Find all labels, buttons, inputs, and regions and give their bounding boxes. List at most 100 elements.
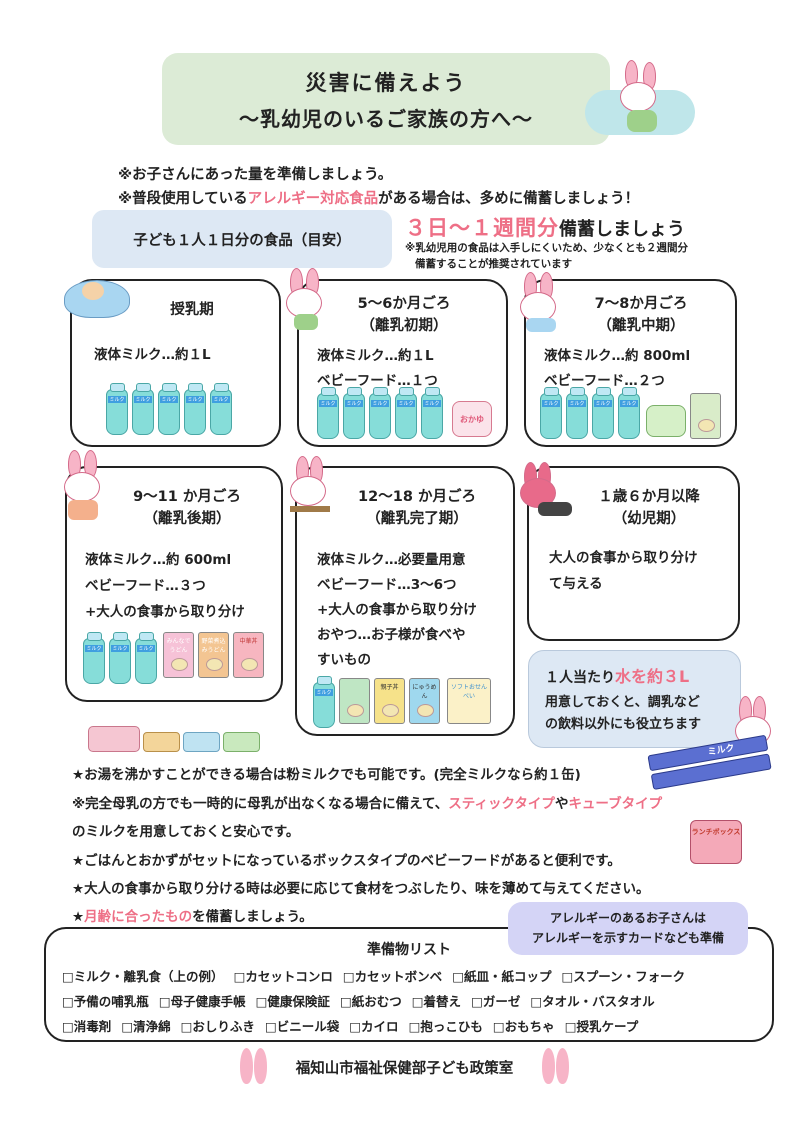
stage-subtitle: （離乳完了期） [366, 511, 468, 527]
bullet-breastfeeding-2: のミルクを用意しておくと安心です。 [72, 824, 300, 840]
stage-line: ベビーフード…２つ [544, 373, 665, 389]
baby-food-jar-icon: おかゆ [452, 401, 492, 437]
stage-card-12-18-months: 12～18 か月ごろ （離乳完了期） 液体ミルク…必要量用意 ベビーフード…3～… [295, 466, 515, 736]
checklist-row-2: □予備の哺乳瓶 □母子健康手帳 □健康保険証 □紙おむつ □着替え □ガーゼ □タオル・バス… [62, 991, 665, 1010]
stage-line: 液体ミルク…約 800ml [544, 348, 691, 364]
checklist-item[interactable]: □カイロ [349, 1019, 399, 1034]
bunny-ears-icon [542, 1048, 570, 1088]
baby-food-jar-icon [646, 405, 686, 437]
stage-line: おやつ…お子様が食べや [317, 627, 466, 643]
food-guide-label-box: 子ども１人１日分の食品（目安） [92, 210, 392, 268]
food-guide-label: 子ども１人１日分の食品（目安） [133, 232, 351, 249]
allergy-note-line-2: アレルギーを示すカードなども準備 [531, 931, 724, 945]
preparation-checklist: 準備物リスト □ミルク・離乳食（上の例） □カセットコンロ □カセットボンベ □紙皿・… [44, 927, 774, 1042]
allergy-note-bubble: アレルギーのあるお子さんは アレルギーを示すカードなども準備 [508, 902, 748, 955]
checklist-item[interactable]: □授乳ケープ [564, 1019, 639, 1034]
checklist-item[interactable]: □紙皿・紙コップ [452, 969, 552, 984]
water-line-2: 用意しておくと、調乳など [545, 695, 700, 710]
milk-bottle-icon [540, 387, 562, 439]
checklist-item[interactable]: □紙おむつ [339, 994, 402, 1009]
checklist-row-3: □消毒剤 □清浄綿 □おしりふき □ビニール袋 □カイロ □抱っこひも □おもちゃ □授乳ケー… [62, 1016, 648, 1035]
milk-bottle-icon [83, 632, 105, 684]
checklist-item[interactable]: □ビニール袋 [264, 1019, 340, 1034]
baby-food-pouch-icon: みんなでうどん [163, 632, 194, 678]
checklist-item[interactable]: □予備の哺乳瓶 [62, 994, 149, 1009]
page-title-box: 災害に備えよう ～乳幼児のいるご家族の方へ～ [162, 53, 610, 145]
baby-food-pouch-icon: にゅうめん [409, 678, 440, 724]
bunny-child-icon [58, 450, 110, 528]
milk-bottle-icon [135, 632, 157, 684]
milk-bottle-icon [158, 383, 180, 435]
checklist-item[interactable]: □着替え [411, 994, 462, 1009]
milk-bottle-icon [395, 387, 417, 439]
page-title: 災害に備えよう [305, 71, 467, 95]
bullet-powder-milk: ★お湯を沸かすことができる場合は粉ミルクでも可能です。(完全ミルクなら約１缶) [72, 767, 581, 783]
stage-line: ベビーフード…１つ [317, 373, 438, 389]
stage-line: +大人の食事から取り分け [317, 602, 477, 618]
checklist-item[interactable]: □消毒剤 [62, 1019, 112, 1034]
stage-subtitle: （離乳中期） [597, 318, 685, 334]
stage-line: 液体ミルク…必要量用意 [317, 552, 466, 568]
stage-line: 液体ミルク…約１L [317, 348, 434, 364]
milk-bottle-icon [618, 387, 640, 439]
checklist-title: 準備物リスト [367, 942, 451, 958]
stage-card-18-months-plus: １歳６か月以降 （幼児期） 大人の食事から取り分け て与える [527, 466, 740, 641]
checklist-item[interactable]: □清浄綿 [121, 1019, 171, 1034]
bullet-breastfeeding: ※完全母乳の方でも一時的に母乳が出なくなる場合に備えて、スティックタイプやキュー… [72, 796, 663, 812]
bunny-ears-icon [240, 1048, 268, 1088]
water-info-box: １人当たり水を約３L 用意しておくと、調乳など の飲料以外にも役立ちます [528, 650, 741, 748]
checklist-item[interactable]: □おしりふき [180, 1019, 255, 1034]
footer-department: 福知山市福祉保健部子ども政策室 [295, 1061, 514, 1077]
checklist-item[interactable]: □抱っこひも [408, 1019, 483, 1034]
stage-title: 5～6か月ごろ [357, 296, 451, 312]
milk-bottle-icon [343, 387, 365, 439]
baby-food-pouch-icon: 親子丼 [374, 678, 405, 724]
checklist-item[interactable]: □タオル・バスタオル [530, 994, 655, 1009]
stage-card-nursing: 授乳期 液体ミルク…約１L [70, 279, 281, 447]
milk-bottle-icon [210, 383, 232, 435]
milk-bottle-icon [313, 676, 335, 728]
food-guide-note-1: ※乳幼児用の食品は入手しにくいため、少なくとも２週間分 [405, 242, 688, 254]
checklist-item[interactable]: □おもちゃ [492, 1019, 555, 1034]
bunny-cloud-illustration [585, 60, 695, 140]
milk-bottle-icon [106, 383, 128, 435]
stage-title: １歳６か月以降 [598, 489, 700, 505]
stage-title: 12～18 か月ごろ [358, 489, 476, 505]
milk-bottle-icon [317, 387, 339, 439]
note-amount: ※お子さんにあった量を準備しましょう。 [118, 167, 393, 183]
stage-line: 大人の食事から取り分け [549, 550, 698, 566]
checklist-item[interactable]: □カセットコンロ [233, 969, 333, 984]
baby-food-pouch-icon [690, 393, 721, 439]
stage-subtitle: （幼児期） [612, 511, 686, 527]
stage-title: 9～11 か月ごろ [133, 489, 241, 505]
baby-food-pouch-icon: 中華丼 [233, 632, 264, 678]
lunch-box-icon: ランチボックス [690, 820, 742, 864]
bunny-baby-icon [514, 272, 564, 334]
baby-snack-pack-icon: ソフトおせんべい [447, 678, 491, 724]
checklist-item[interactable]: □スプーン・フォーク [561, 969, 686, 984]
stage-line: て与える [549, 576, 603, 592]
baby-food-pouch-icon [339, 678, 370, 724]
stage-card-5-6-months: 5～6か月ごろ （離乳初期） 液体ミルク…約１L ベビーフード…１つ おかゆ [297, 279, 508, 447]
checklist-item[interactable]: □ガーゼ [471, 994, 521, 1009]
stage-title: 7～8か月ごろ [594, 296, 688, 312]
stage-line: ベビーフード…3～6つ [317, 577, 457, 593]
stage-line: すいもの [317, 652, 371, 668]
train-illustration [88, 716, 263, 756]
stage-line: 液体ミルク…約１L [94, 347, 211, 363]
page-subtitle: ～乳幼児のいるご家族の方へ～ [239, 107, 533, 131]
checklist-item[interactable]: □ミルク・離乳食（上の例） [62, 969, 224, 984]
stage-line: 液体ミルク…約 600ml [85, 552, 232, 568]
stage-subtitle: （離乳初期） [360, 318, 448, 334]
food-guide-note-2: 備蓄することが推奨されています [415, 258, 573, 270]
checklist-item[interactable]: □健康保険証 [255, 994, 330, 1009]
bullet-adult-food: ★大人の食事から取り分ける時は必要に応じて食材をつぶしたり、味を薄めて与えてくだ… [72, 881, 650, 897]
milk-bottle-icon [369, 387, 391, 439]
milk-bottle-icon [592, 387, 614, 439]
bunny-child-icon [286, 456, 334, 528]
bullet-box-food: ★ごはんとおかずがセットになっているボックスタイプのベビーフードがあると便利です… [72, 853, 621, 869]
checklist-item[interactable]: □母子健康手帳 [158, 994, 246, 1009]
stage-line: +大人の食事から取り分け [85, 604, 245, 620]
stage-title: 授乳期 [170, 302, 214, 318]
checklist-item[interactable]: □カセットボンベ [342, 969, 443, 984]
